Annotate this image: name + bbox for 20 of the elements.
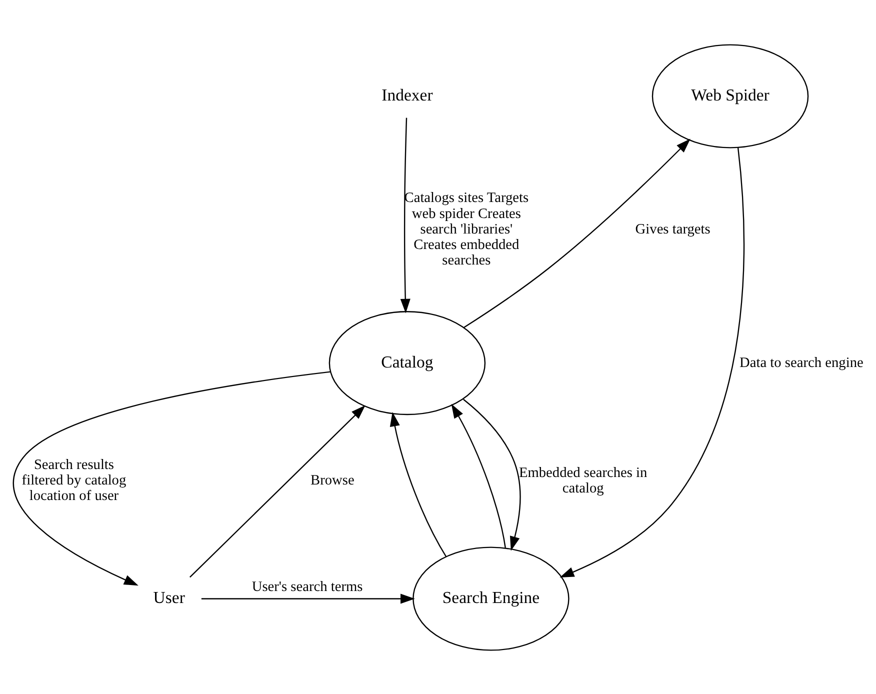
arrow	[560, 146, 744, 577]
arrow	[400, 117, 410, 313]
edge-label: User's search terms	[252, 578, 363, 595]
arrow	[13, 370, 330, 586]
arrow	[463, 398, 521, 550]
arrow	[201, 593, 415, 604]
arrow	[390, 411, 447, 557]
node-ellipse: Search Engine	[412, 546, 570, 650]
edge-label: Embedded searches in catalog	[518, 464, 648, 496]
node-text: User	[153, 588, 185, 607]
edge-label: Gives targets	[635, 220, 710, 237]
node-ellipse: Catalog	[328, 310, 486, 415]
edge-label: Data to search engine	[740, 354, 864, 370]
arrow	[463, 138, 690, 328]
edge-label: Search results filtered by catalog location of user	[22, 456, 126, 504]
node-text: Indexer	[382, 85, 433, 104]
arrow	[190, 404, 366, 578]
node-ellipse: Web Spider	[652, 44, 809, 148]
edge-label: Browse	[310, 472, 354, 488]
arrow	[451, 403, 506, 548]
